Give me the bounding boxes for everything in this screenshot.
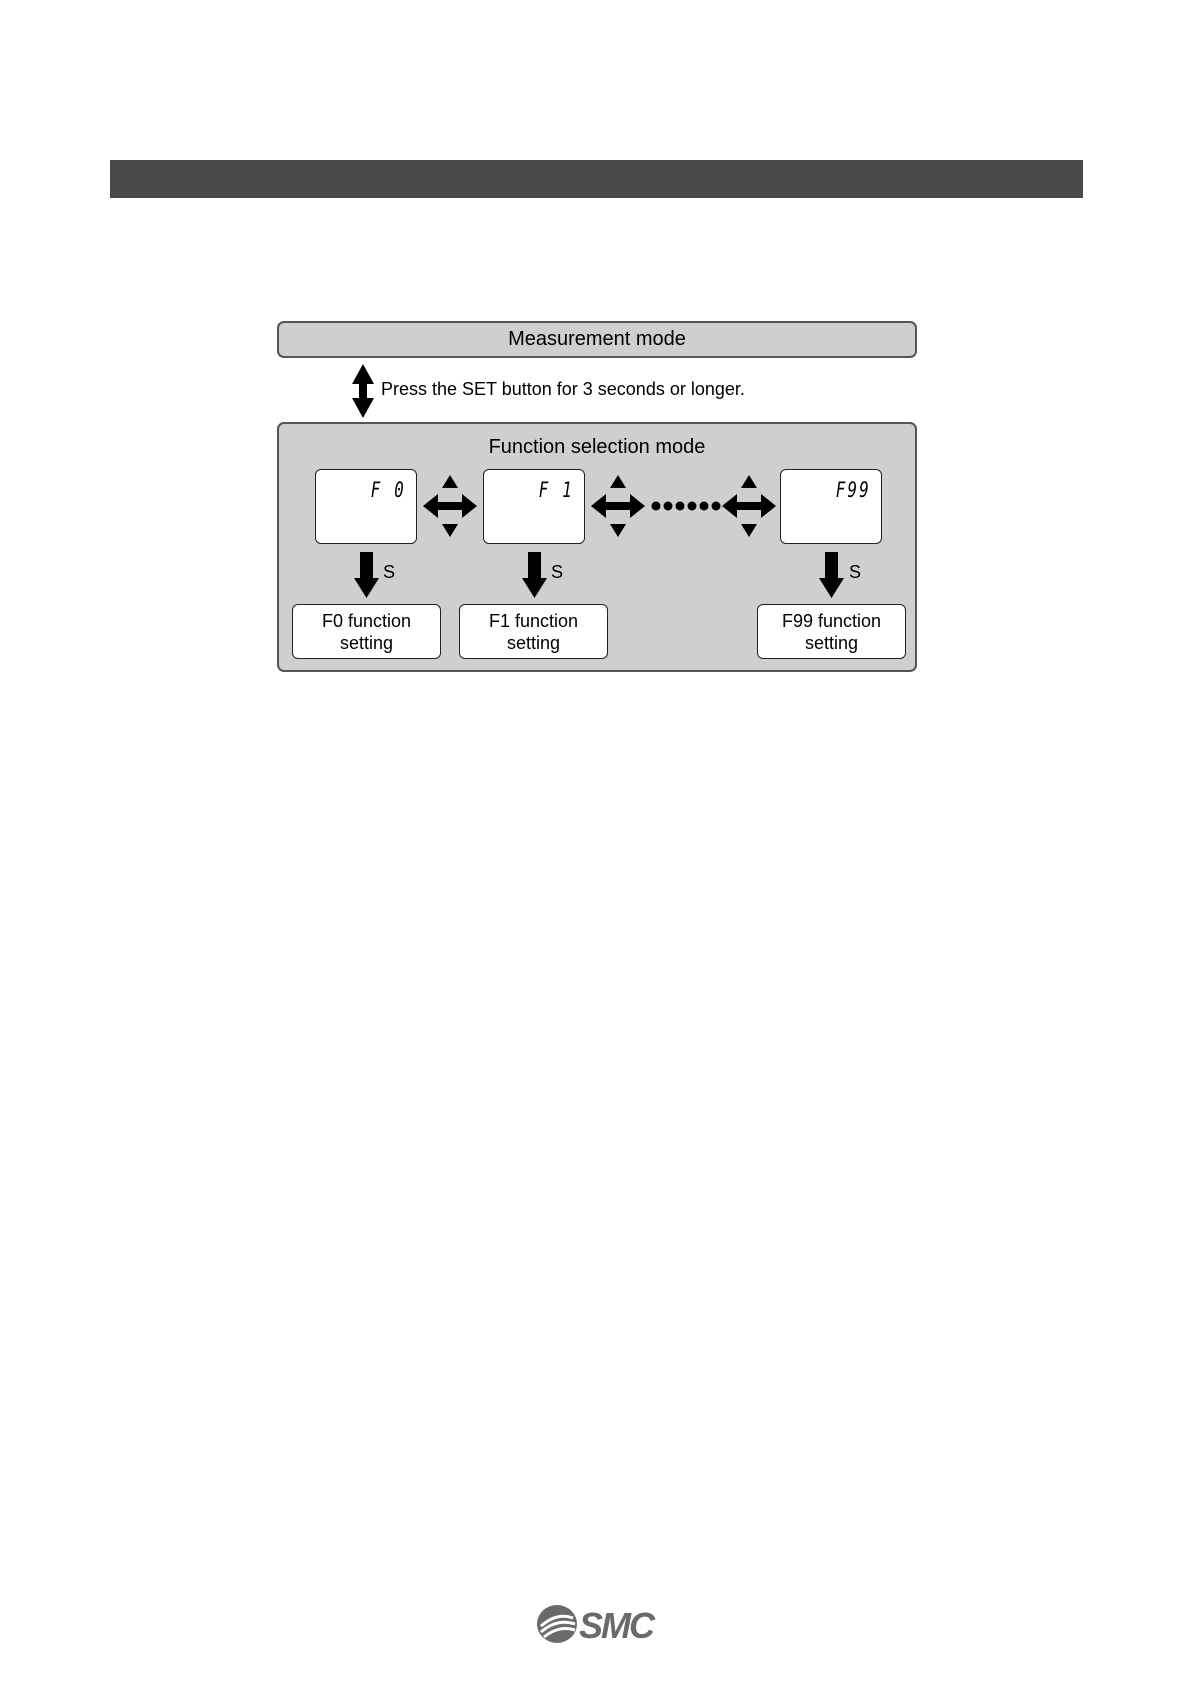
lcd-code: F 0: [371, 478, 406, 502]
setting-line1: F99 function: [782, 610, 882, 632]
f1-function-setting-box: F1 function setting: [459, 604, 608, 659]
set-key-label-f1: S: [551, 562, 563, 583]
setting-line1: F0 function: [317, 610, 417, 632]
press-instruction: Press the SET button for 3 seconds or lo…: [381, 379, 745, 400]
double-vertical-arrow-icon: [352, 364, 374, 418]
smc-logo-text: SMC: [579, 1605, 653, 1647]
set-key-label-f0: S: [383, 562, 395, 583]
f0-function-setting-box: F0 function setting: [292, 604, 441, 659]
setting-line2: setting: [484, 632, 584, 654]
smc-logo-mark-icon: [535, 1604, 579, 1644]
section-header-bar: [110, 160, 1083, 198]
set-key-label-f99: S: [849, 562, 861, 583]
lcd-code: F 1: [539, 478, 574, 502]
measurement-mode-box: Measurement mode: [277, 321, 917, 358]
setting-line1: F1 function: [484, 610, 584, 632]
lcd-display-f1: F 1: [483, 469, 585, 544]
lcd-display-f99: F99: [780, 469, 882, 544]
lcd-display-f0: F 0: [315, 469, 417, 544]
f99-function-setting-box: F99 function setting: [757, 604, 906, 659]
setting-line2: setting: [782, 632, 882, 654]
measurement-mode-label: Measurement mode: [508, 328, 686, 350]
setting-line2: setting: [317, 632, 417, 654]
function-selection-title: Function selection mode: [279, 436, 915, 459]
smc-logo: SMC: [535, 1604, 665, 1644]
lcd-code: F99: [836, 478, 871, 502]
